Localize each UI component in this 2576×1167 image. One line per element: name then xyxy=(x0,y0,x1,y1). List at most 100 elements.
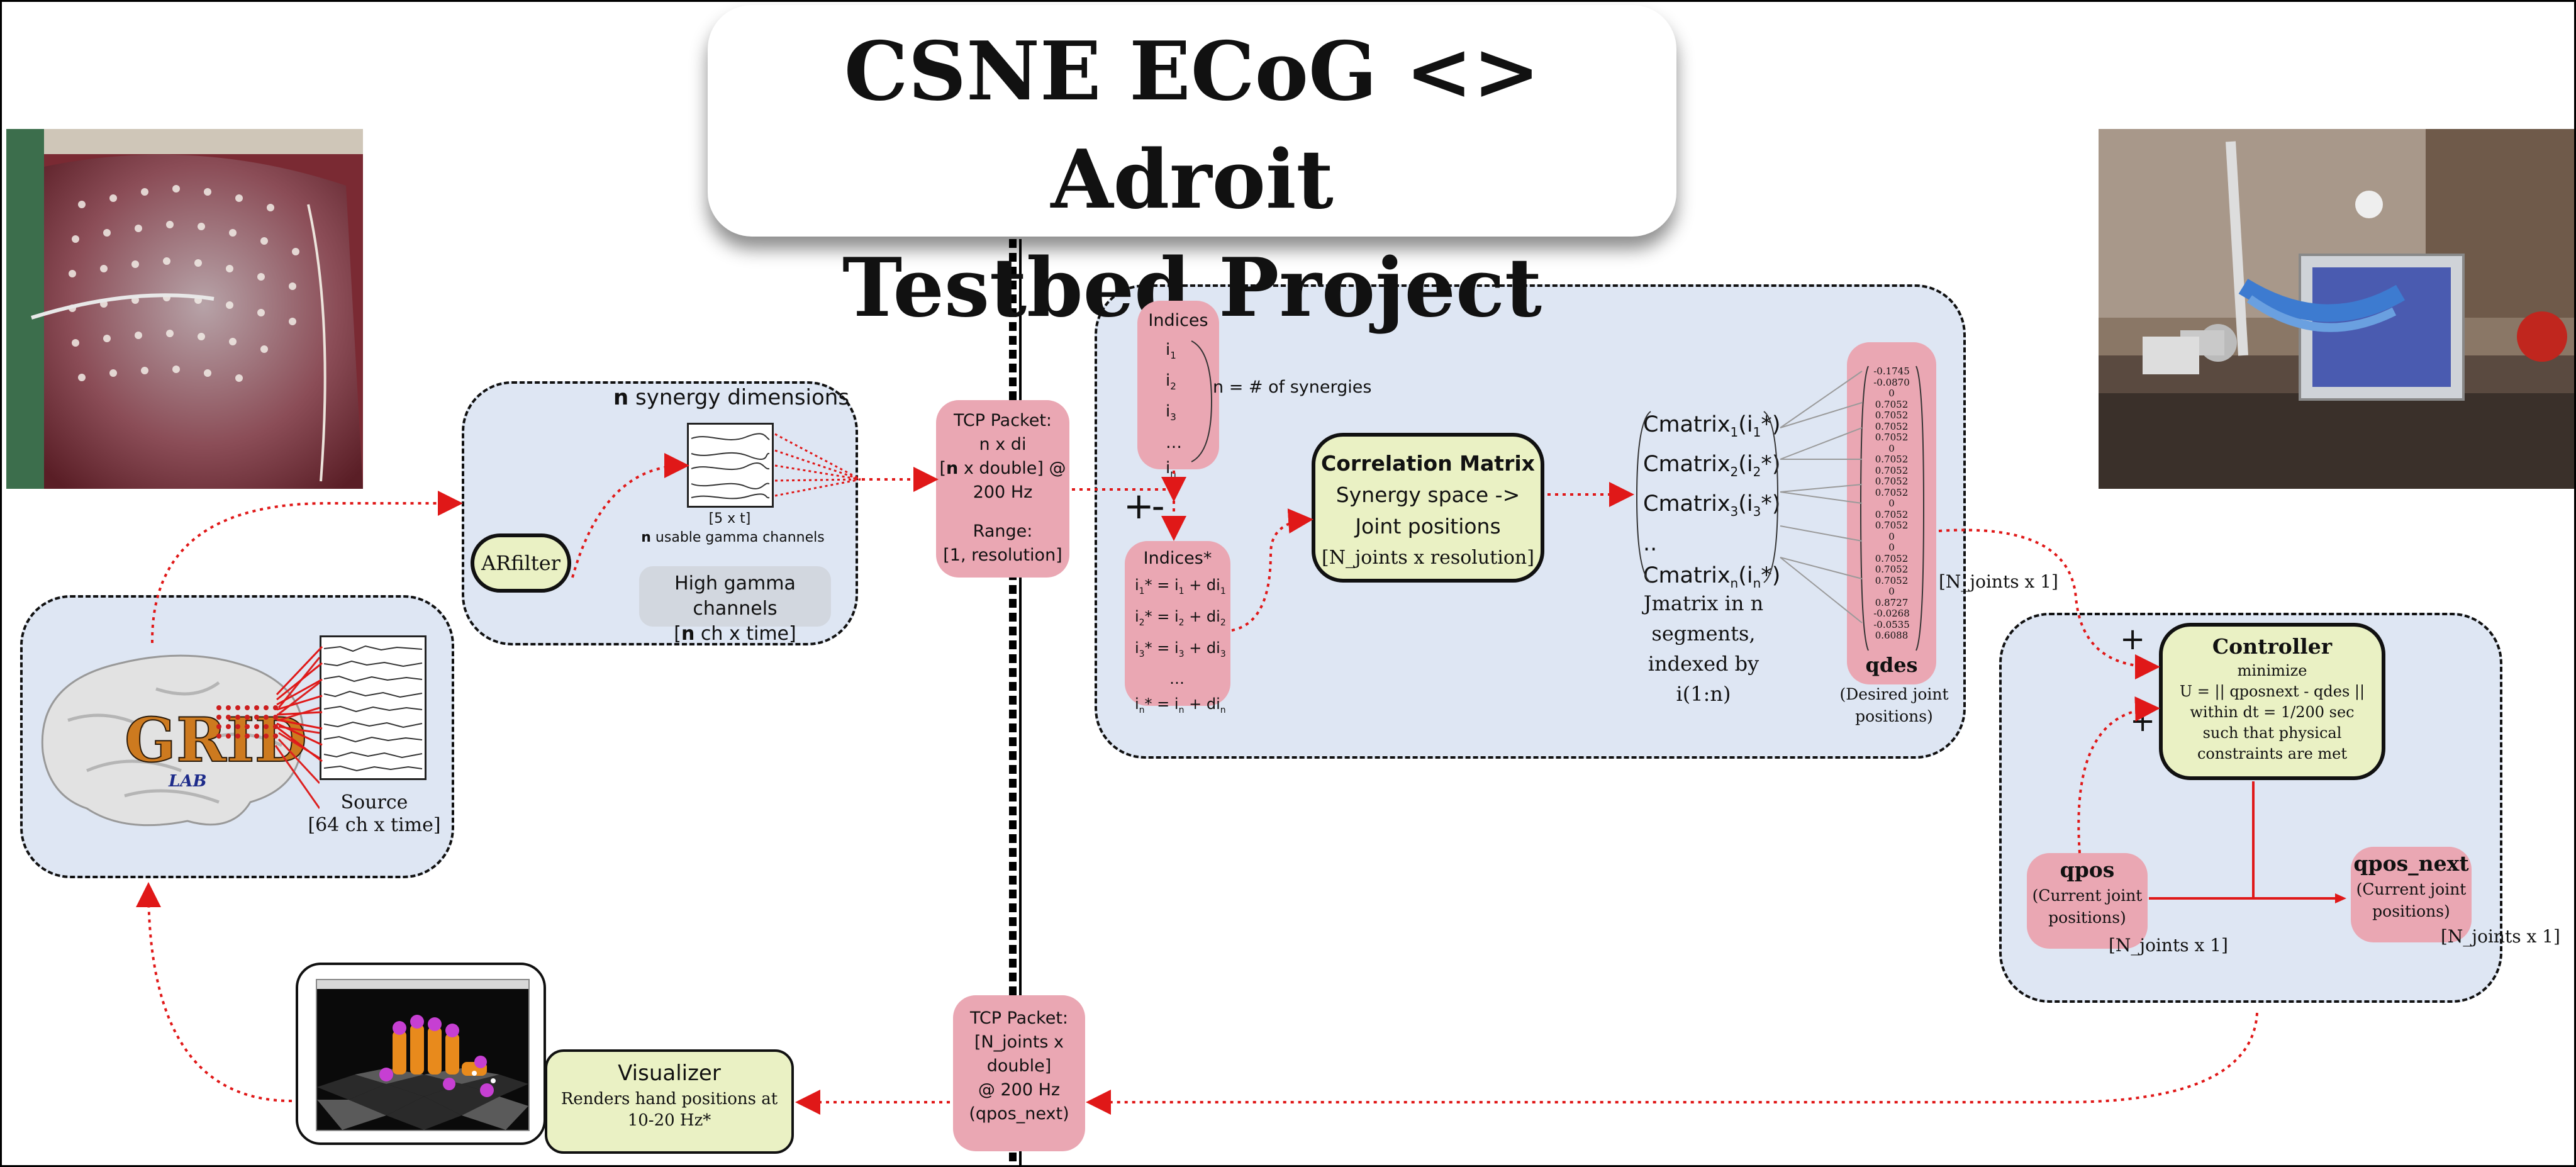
istar-a: i xyxy=(1135,639,1139,657)
cmatrix-brace-left xyxy=(1636,411,1651,583)
page-title: CSNE ECoG <> Adroit Testbed Project xyxy=(708,18,1676,342)
cmatrix-row: Cmatrixn(in*) xyxy=(1643,560,1781,600)
qpos-dims: [N_joints x 1] xyxy=(2109,935,2228,956)
visualizer-screenshot xyxy=(316,979,530,1131)
qdes-value: 0.7052 xyxy=(1875,432,1909,443)
qpos-desc2: positions) xyxy=(2048,908,2126,927)
controller-line3: within dt = 1/200 sec xyxy=(2190,703,2355,721)
cmatrix-arg-sub: 1 xyxy=(1753,425,1761,440)
istar-a-sub: n xyxy=(1139,705,1145,716)
qdes-value: -0.0268 xyxy=(1873,608,1910,619)
controller-tree-arrowhead xyxy=(2335,893,2346,903)
qdes-value: 0.7052 xyxy=(1875,454,1909,465)
istar-a: i xyxy=(1135,576,1139,594)
synergy-header: n synergy dimensions xyxy=(613,385,852,410)
tcp-packet-2: TCP Packet: [N_joints x double] @ 200 Hz… xyxy=(953,995,1085,1151)
istar-b: * = i xyxy=(1144,639,1179,657)
indices-item-sub: 1 xyxy=(1170,350,1176,362)
qdes-value: 0 xyxy=(1888,542,1895,553)
cmatrix-sub: 3 xyxy=(1730,504,1739,519)
istar-a: i xyxy=(1135,695,1139,713)
controller-output-tree xyxy=(2149,781,2341,900)
cmatrix-arg-sub: n xyxy=(1753,576,1761,591)
usable-text: usable gamma channels xyxy=(650,530,825,545)
center-divider-line xyxy=(1019,239,1022,1165)
istar-b-sub: 2 xyxy=(1178,617,1185,628)
edge-controller-to-tcp2 xyxy=(1086,1012,2258,1115)
istar-b-sub: n xyxy=(1178,705,1185,716)
indices-item: … xyxy=(1166,430,1182,455)
synergy-header-text: synergy dimensions xyxy=(628,385,850,410)
edge-visualizer-to-source xyxy=(136,882,293,1102)
tcp1-line4: 200 Hz xyxy=(973,483,1033,502)
istar-a: … xyxy=(1169,670,1185,688)
qdes-value: 0.7052 xyxy=(1875,520,1909,531)
istar-b: * = i xyxy=(1144,695,1179,713)
istar-c: + di xyxy=(1184,695,1220,713)
controller-line5: constraints are met xyxy=(2197,745,2348,762)
ecog-grid-photo xyxy=(6,129,363,489)
indices-item: i1 xyxy=(1166,337,1182,368)
qdes-value: 0.7052 xyxy=(1875,574,1909,586)
qdes-brackets xyxy=(1860,366,1925,651)
ecog-waveforms xyxy=(320,635,427,780)
cmatrix-arg-sub: 2 xyxy=(1753,464,1761,479)
istar-a-sub: 2 xyxy=(1139,617,1145,628)
controller-line1: minimize xyxy=(2237,662,2307,679)
usable-channels: n usable gamma channels xyxy=(623,530,843,545)
qdes-value: -0.0535 xyxy=(1873,618,1910,630)
istar-c: + di xyxy=(1184,576,1220,594)
qpos-next-node: qpos_next (Current joint positions) xyxy=(2351,847,2472,942)
indices-star-row: in* = in + din xyxy=(1135,691,1226,723)
visualizer-node: Visualizer Renders hand positions at 10-… xyxy=(545,1049,794,1154)
visualizer-line1: Renders hand positions at xyxy=(560,1090,778,1108)
qdes-value: 0.7052 xyxy=(1875,486,1909,498)
qpos-next-dims: [N_joints x 1] xyxy=(2441,926,2560,947)
indices-item-base: i xyxy=(1166,458,1171,477)
tcp2-line5: (qpos_next) xyxy=(969,1104,1069,1124)
indices-item-base: … xyxy=(1166,433,1182,452)
corr-line1: Synergy space -> xyxy=(1335,483,1520,507)
cmatrix-base: Cmatrix xyxy=(1643,452,1731,477)
qpos-next-label: qpos_next xyxy=(2353,851,2469,876)
qdes-value: 0 xyxy=(1888,530,1895,542)
controller-line2: U = || qposnext - qdes || xyxy=(2179,683,2365,700)
tcp1-line3: [n x double] @ xyxy=(939,459,1066,478)
arfilter-label: ARfilter xyxy=(481,551,560,575)
indices-star-row: … xyxy=(1135,666,1226,691)
qdes-value: 0.7052 xyxy=(1875,398,1909,410)
tcp2-line4: @ 200 Hz xyxy=(978,1080,1061,1100)
indices-item-sub: 3 xyxy=(1170,411,1176,423)
indices-item: i2 xyxy=(1166,368,1182,399)
indices-title: Indices xyxy=(1148,311,1208,330)
indices-star-row: i1* = i1 + di1 xyxy=(1135,572,1226,604)
indices-star-row: i2* = i2 + di2 xyxy=(1135,604,1226,635)
qdes-value: 0.7052 xyxy=(1875,476,1909,487)
cmatrix-row: Cmatrix3(i3*) xyxy=(1643,488,1781,528)
visualizer-line2: 10-20 Hz* xyxy=(627,1111,711,1130)
usable-n: n xyxy=(641,530,651,545)
indices-item-base: i xyxy=(1166,340,1171,359)
qdes-label: qdes xyxy=(1865,653,1918,677)
istar-c: + di xyxy=(1184,639,1220,657)
qdes-value: 0 xyxy=(1888,442,1895,454)
qdes-desc1: (Desired joint xyxy=(1839,685,1949,703)
indices-item-base: i xyxy=(1166,402,1171,422)
tcp-packet-1: TCP Packet: n x di [n x double] @ 200 Hz… xyxy=(936,400,1069,578)
jmatrix-line2: segments, xyxy=(1651,622,1756,645)
istar-a-sub: 1 xyxy=(1139,586,1145,596)
qpos-next-desc2: positions) xyxy=(2372,902,2450,920)
high-gamma-box: High gamma channels [n ch x time] xyxy=(639,566,831,645)
istar-b: * = i xyxy=(1144,576,1179,594)
qdes-dims: [N_joints x 1] xyxy=(1939,571,2058,592)
high-gamma-line2: [n ch x time] xyxy=(674,623,796,645)
synergy-header-n: n xyxy=(613,385,629,410)
cmatrix-sub: 2 xyxy=(1730,464,1739,479)
corr-line2: Joint positions xyxy=(1355,514,1501,539)
correlation-matrix-node: Correlation Matrix Synergy space -> Join… xyxy=(1312,433,1544,583)
qpos-node: qpos (Current joint positions) xyxy=(2027,853,2148,949)
